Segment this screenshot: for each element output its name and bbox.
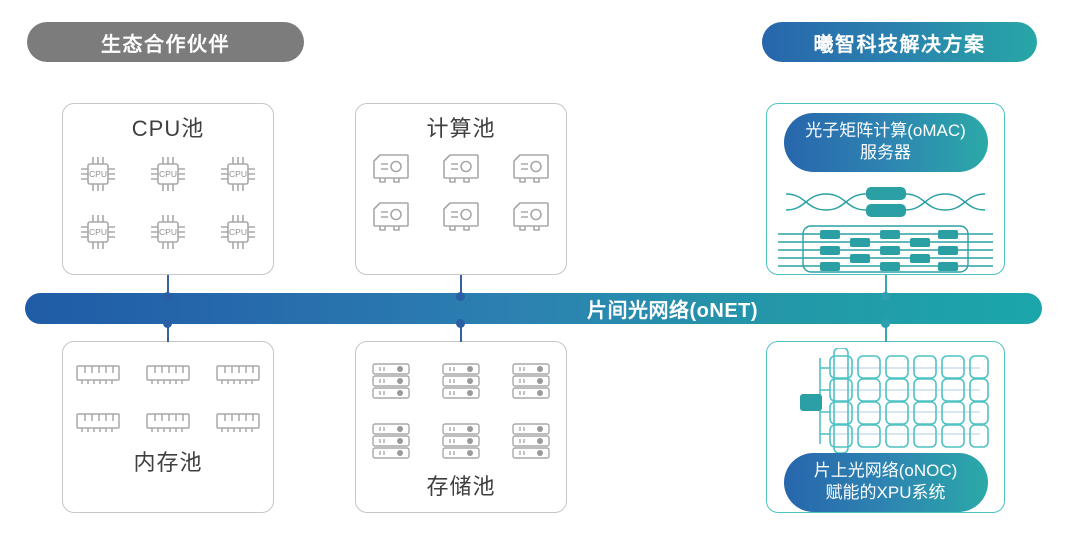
omac-server-box: 光子矩阵计算(oMAC) 服务器 <box>766 103 1005 275</box>
cpu-icon-grid: CPU CPU CPU CPU CPU CPU <box>63 152 273 254</box>
connector-compute-to-onet <box>460 275 462 297</box>
gpu-card-icon <box>511 152 551 186</box>
connector-memory-to-onet <box>167 320 169 342</box>
compute-pool-box: 计算池 <box>355 103 567 275</box>
server-rack-icon <box>511 362 551 400</box>
connector-dot-omac <box>881 292 890 301</box>
server-rack-icon <box>441 422 481 460</box>
svg-text:CPU: CPU <box>229 227 247 237</box>
storage-pool-box: 存储池 <box>355 341 567 513</box>
gpu-card-icon <box>371 152 411 186</box>
compute-icon-grid <box>356 152 566 234</box>
connector-dot-compute <box>456 292 465 301</box>
connector-dot-memory <box>163 319 172 328</box>
cpu-chip-icon: CPU <box>216 152 260 196</box>
svg-text:CPU: CPU <box>159 227 177 237</box>
connector-dot-cpu <box>163 292 172 301</box>
memory-icon-grid <box>63 362 273 436</box>
onoc-label-pill: 片上光网络(oNOC) 赋能的XPU系统 <box>783 453 988 512</box>
memory-stick-icon <box>145 410 191 436</box>
memory-stick-icon <box>75 362 121 388</box>
cpu-chip-icon: CPU <box>146 210 190 254</box>
onet-label: 片间光网络(oNET) <box>587 300 759 322</box>
svg-text:CPU: CPU <box>89 169 107 179</box>
gpu-card-icon <box>371 200 411 234</box>
onet-network-bar: 片间光网络(oNET) <box>25 293 1042 324</box>
gpu-card-icon <box>441 200 481 234</box>
omac-label-line1: 光子矩阵计算(oMAC) <box>805 121 966 140</box>
memory-stick-icon <box>75 410 121 436</box>
memory-pool-box: 内存池 <box>62 341 274 513</box>
memory-stick-icon <box>215 362 261 388</box>
ecosystem-partners-header: 生态合作伙伴 <box>27 22 304 62</box>
server-rack-icon <box>371 422 411 460</box>
server-rack-icon <box>441 362 481 400</box>
storage-pool-title: 存储池 <box>426 474 496 499</box>
storage-icon-grid <box>356 362 566 460</box>
omac-label-pill: 光子矩阵计算(oMAC) 服务器 <box>783 113 988 172</box>
cpu-chip-icon: CPU <box>76 152 120 196</box>
memory-pool-title: 内存池 <box>133 450 203 475</box>
connector-dot-onoc <box>881 319 890 328</box>
omac-label-line2: 服务器 <box>860 143 911 162</box>
svg-text:CPU: CPU <box>159 169 177 179</box>
connector-dot-storage <box>456 319 465 328</box>
cpu-chip-icon: CPU <box>146 152 190 196</box>
connector-onoc-to-onet <box>885 320 887 342</box>
memory-stick-icon <box>145 362 191 388</box>
onoc-label-line2: 赋能的XPU系统 <box>825 483 946 502</box>
memory-stick-icon <box>215 410 261 436</box>
svg-text:CPU: CPU <box>229 169 247 179</box>
cpu-pool-box: CPU池 CPU CPU CPU CPU CPU CPU <box>62 103 274 275</box>
onoc-xpu-box: 片上光网络(oNOC) 赋能的XPU系统 <box>766 341 1005 513</box>
lightelligence-solution-header: 曦智科技解决方案 <box>762 22 1037 62</box>
svg-text:CPU: CPU <box>89 227 107 237</box>
cpu-chip-icon: CPU <box>216 210 260 254</box>
connector-storage-to-onet <box>460 320 462 342</box>
lightelligence-solution-label: 曦智科技解决方案 <box>813 33 986 56</box>
compute-pool-title: 计算池 <box>426 116 496 141</box>
cpu-chip-icon: CPU <box>76 210 120 254</box>
ecosystem-partners-label: 生态合作伙伴 <box>101 33 230 56</box>
onoc-label-line1: 片上光网络(oNOC) <box>813 461 958 480</box>
photonic-waveguide-mesh-graphic <box>778 172 993 276</box>
cpu-pool-title: CPU池 <box>131 116 205 141</box>
connector-cpu-to-onet <box>167 275 169 297</box>
server-rack-icon <box>371 362 411 400</box>
connector-omac-to-onet <box>885 275 887 297</box>
gpu-card-icon <box>441 152 481 186</box>
server-rack-icon <box>511 422 551 460</box>
onoc-xpu-grid-graphic <box>778 342 993 453</box>
gpu-card-icon <box>511 200 551 234</box>
